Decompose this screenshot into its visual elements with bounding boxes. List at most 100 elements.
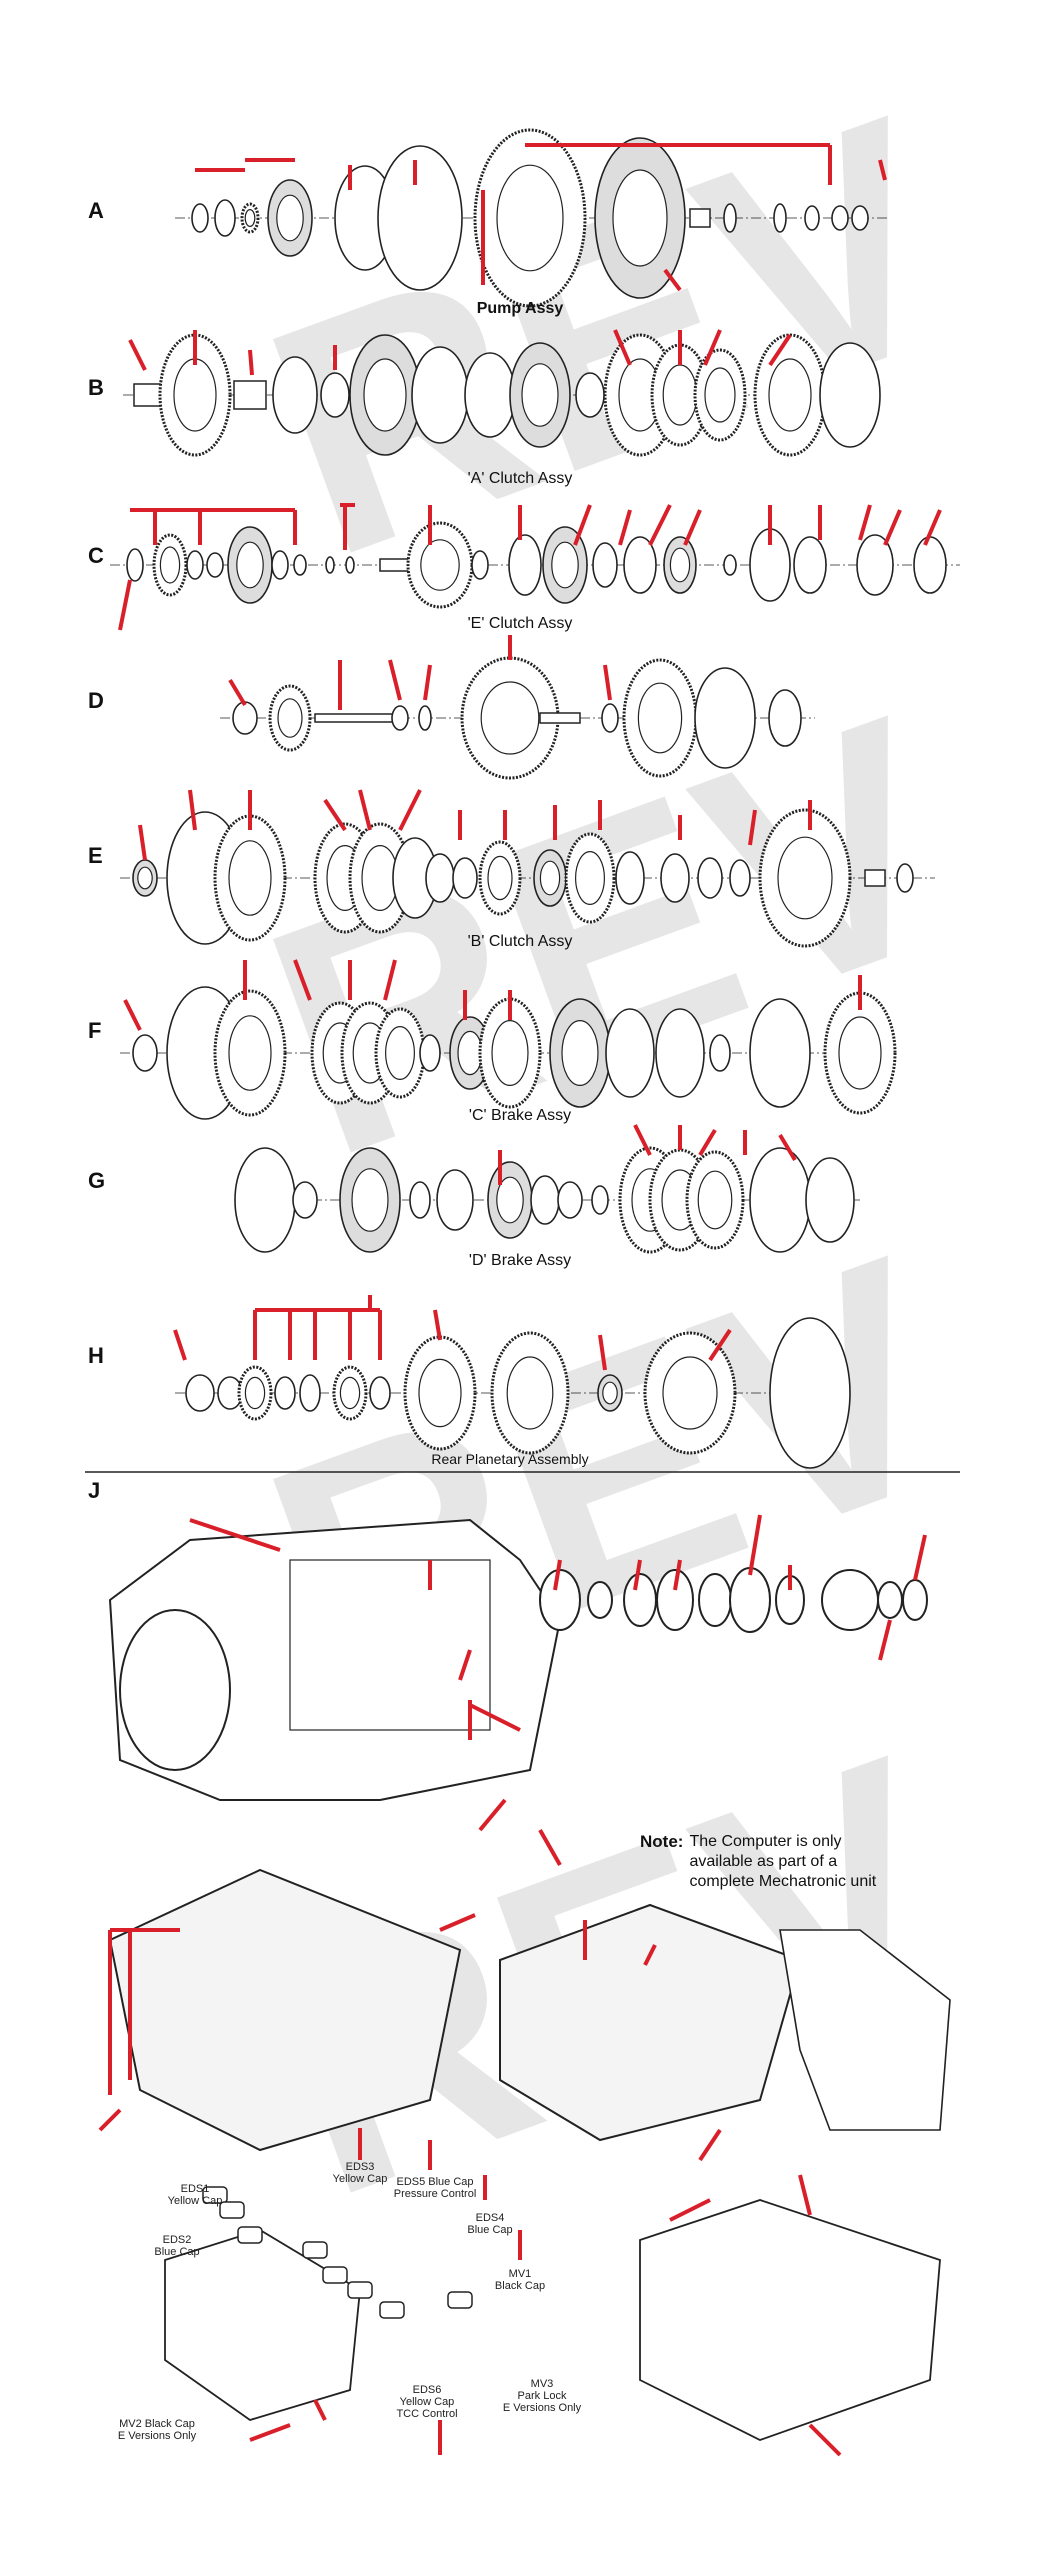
callout-leader [358,789,372,831]
ring-part [698,1573,732,1627]
part-bore [418,1358,462,1428]
part-bore [539,860,561,896]
row-label-b: B [88,375,104,400]
ring-part [729,859,751,897]
callout-leader [633,1559,642,1591]
callout-leader [878,159,887,181]
callout-leader [633,1124,652,1156]
part-bore [137,866,153,890]
ring-part [819,342,881,448]
section-j [98,1514,951,2457]
row-label-c: C [88,543,104,568]
ring-part [217,1376,243,1410]
callout-leader [138,824,147,861]
callout-leader [249,2423,291,2442]
ring-part [592,542,618,588]
ring-part [232,701,258,735]
part-bore [236,541,264,589]
callout-leader [388,659,402,701]
shaft-part [133,383,163,407]
ring-part [655,1008,705,1098]
caption-pump-assy: Pump Assy [476,300,564,317]
part-bore [173,358,217,432]
ring-part [896,863,914,893]
ring-part [419,1034,441,1072]
ring-part [345,556,355,574]
ring-part [320,372,350,418]
callout-leader [173,1329,187,1361]
callout-leader [613,329,632,366]
part-bore [697,1170,733,1230]
callout-leader [323,798,347,832]
row-label-d: D [88,688,104,713]
callout-leader [313,2399,327,2421]
callout-leader [923,509,942,546]
callout-leader [478,1798,507,1832]
part-bore [244,1376,266,1410]
ring-part [697,857,723,899]
note: Note: The Computer is only available as … [640,1832,876,1892]
mechatronic-cover [779,1929,951,2131]
callout-leader [433,1309,442,1341]
ring-part [508,534,542,596]
callout-leader [293,959,312,1001]
part-bore [662,364,698,426]
callout-leader [128,339,147,371]
note-line: complete Mechatronic unit [689,1873,877,1890]
part-bore [159,546,181,584]
ring-part [292,1181,318,1219]
callout-leader [189,1518,281,1552]
ring-part [856,534,894,596]
ring-part [452,857,478,899]
ring-part [601,703,619,733]
ring-part [391,705,409,731]
callout-leader [398,789,422,831]
part-bore [487,855,513,901]
ring-part [557,1181,583,1219]
part-bore [777,836,833,920]
shaft-part [233,380,267,410]
callout-leader [698,1128,717,1157]
callout-leader [748,1514,762,1576]
callout-leader [778,1133,797,1162]
callout-leader [118,579,132,631]
ring-part [425,853,455,903]
assembly-row-d [220,635,815,780]
caption-e-clutch: 'E' Clutch Assy [467,615,573,632]
shaft-part [539,712,581,724]
row-label-e: E [88,843,103,868]
part-bore [480,681,540,755]
ring-part [271,550,289,580]
ring-part [729,1567,771,1633]
ring-part [709,1034,731,1072]
solenoid [237,2226,263,2244]
ring-part [369,1376,391,1410]
note-label: Note: [640,1832,684,1851]
ring-part [591,1185,609,1215]
callout-leader [663,268,682,292]
caption-c-brake: 'C' Brake Assy [468,1107,572,1124]
ring-part [768,689,802,747]
ring-part [694,667,756,769]
ring-part [234,1147,296,1253]
part-bore [457,1030,483,1076]
part-bore [521,363,559,427]
caption-d-brake: 'D' Brake Assy [468,1252,572,1269]
part-bore [602,1381,618,1405]
ring-part [191,203,209,233]
part-bore [704,367,736,423]
assembly-row-f [120,959,897,1120]
solenoid [219,2201,245,2219]
solenoid [447,2291,473,2309]
ring-part [769,1317,851,1469]
watermark: REVREVREVREV [228,46,993,2265]
callout-leader [798,2174,812,2216]
shaft-part [689,208,711,228]
